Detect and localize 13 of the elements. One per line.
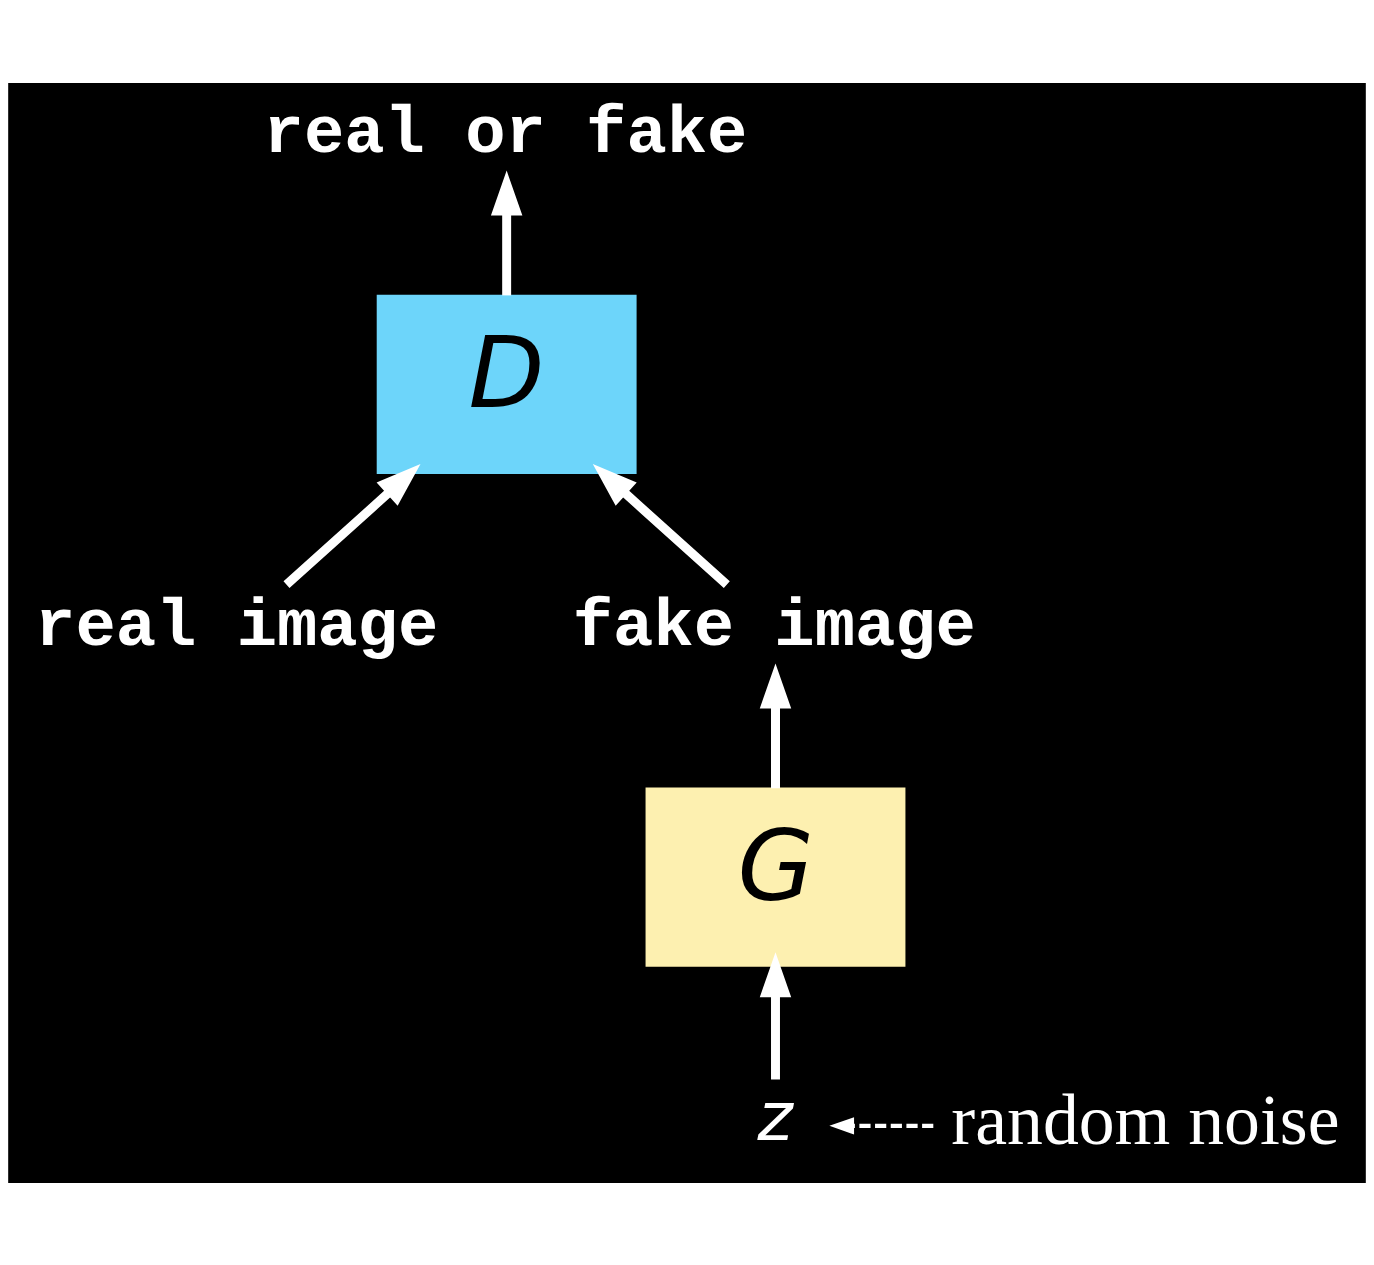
node-text: z xyxy=(757,1077,793,1156)
arrow xyxy=(759,951,792,1079)
node-text: real or fake xyxy=(263,95,748,172)
arrow xyxy=(592,463,730,588)
node-box: D xyxy=(376,294,637,474)
arrow xyxy=(490,170,523,295)
node-text: fake image xyxy=(572,588,976,665)
node-box: G xyxy=(645,787,906,967)
arrow xyxy=(829,1116,934,1134)
node-text: real image xyxy=(35,588,439,665)
node-text: random noise xyxy=(951,1079,1340,1160)
arrow xyxy=(283,463,421,588)
arrow xyxy=(759,662,792,788)
